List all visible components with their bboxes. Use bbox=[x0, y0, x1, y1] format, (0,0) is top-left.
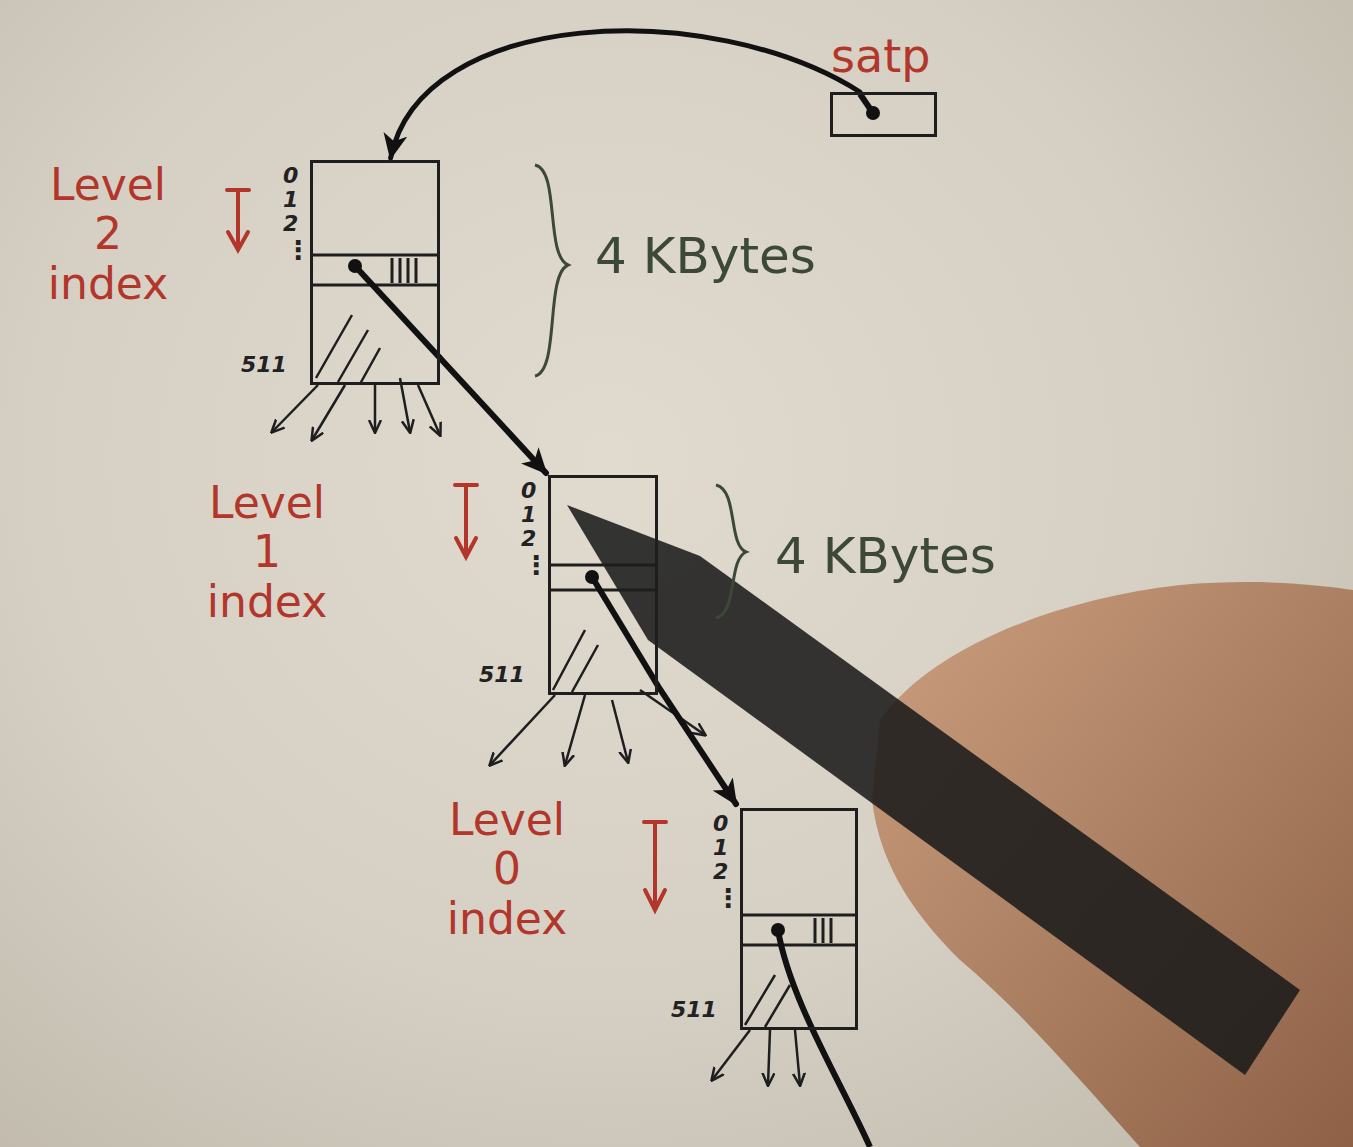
entry-index: 0 bbox=[283, 165, 298, 187]
entry-index: 2 bbox=[283, 213, 298, 235]
pointer-arrow bbox=[391, 31, 860, 158]
register-box: satp bbox=[830, 92, 937, 137]
entry-index: 2 bbox=[521, 528, 536, 550]
page-table-entry bbox=[310, 255, 858, 945]
entry-pointer bbox=[355, 94, 873, 1147]
pointer-arrow bbox=[440, 358, 546, 473]
page-table-box: 012⋮511 bbox=[548, 475, 658, 695]
entry-index: ⋮ bbox=[715, 885, 741, 911]
pointer-arrow bbox=[658, 686, 736, 804]
entry-index: 2 bbox=[713, 861, 728, 883]
level-label: Level 2 index bbox=[38, 160, 178, 308]
level-label: Level 0 index bbox=[432, 795, 582, 943]
page-table-box: 012⋮511 bbox=[740, 808, 858, 1030]
entry-index: 0 bbox=[713, 813, 728, 835]
entry-index: ⋮ bbox=[523, 552, 549, 578]
entry-index: 1 bbox=[283, 189, 298, 211]
entry-index: 511 bbox=[479, 664, 525, 686]
entry-index: 1 bbox=[713, 837, 728, 859]
entry-dot bbox=[348, 106, 880, 937]
entry-index: 0 bbox=[521, 480, 536, 502]
table-hatch bbox=[316, 315, 790, 1027]
fan-out-arrow bbox=[272, 378, 800, 1085]
level-label: Level 1 index bbox=[192, 478, 342, 626]
size-label: 4 KBytes bbox=[775, 528, 996, 584]
entry-index: 1 bbox=[521, 504, 536, 526]
size-label: 4 KBytes bbox=[595, 228, 816, 284]
entry-index: ⋮ bbox=[285, 237, 311, 263]
entry-index: 511 bbox=[671, 999, 717, 1021]
index-arrow bbox=[227, 190, 666, 910]
pen bbox=[567, 505, 1300, 1075]
entry-index: 511 bbox=[241, 354, 287, 376]
register-name: satp bbox=[831, 29, 930, 83]
page-table-box: 012⋮511 bbox=[310, 160, 440, 385]
